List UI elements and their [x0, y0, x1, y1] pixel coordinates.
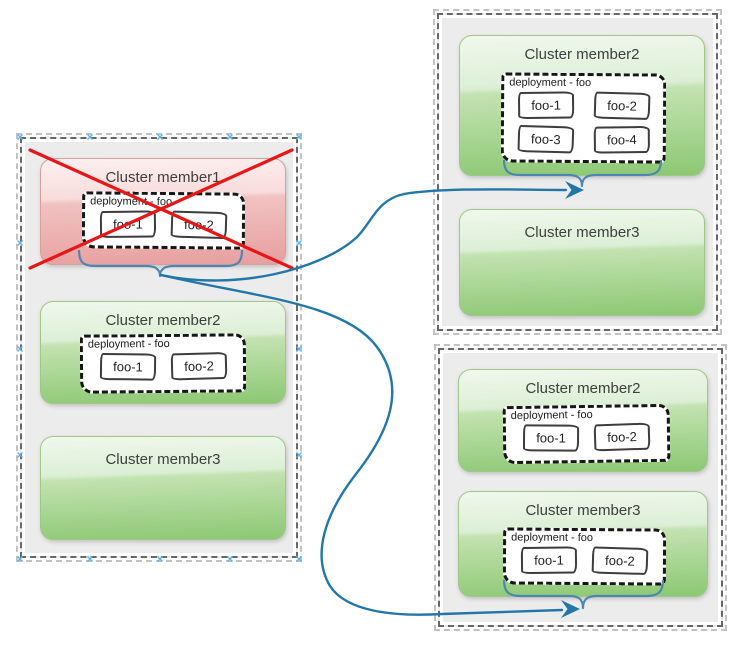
cluster-panel-left[interactable]: Cluster member1 deployment - foo foo-1 f…: [16, 133, 302, 562]
cluster-panel-top-right[interactable]: Cluster member2 deployment - foo foo-1 f…: [433, 9, 722, 335]
foo-instance[interactable]: foo-1: [517, 91, 574, 120]
selection-handle-icon[interactable]: [294, 554, 304, 564]
selection-handle-icon[interactable]: [85, 554, 95, 564]
selection-handle-icon[interactable]: [294, 238, 304, 248]
deployment-label: deployment - foo: [87, 337, 170, 351]
cluster-member2-box[interactable]: Cluster member2 deployment - foo foo-1 f…: [458, 369, 708, 472]
member-title: Cluster member3: [525, 502, 641, 519]
foo-instance[interactable]: foo-1: [99, 352, 156, 381]
foo-instance[interactable]: foo-2: [591, 546, 649, 576]
selection-handle-icon[interactable]: [225, 554, 235, 564]
deployment-box[interactable]: deployment - foo foo-1 foo-2: [502, 403, 671, 465]
selection-handle-icon[interactable]: [294, 132, 304, 142]
selection-handle-icon[interactable]: [294, 344, 304, 354]
cluster-member3-box[interactable]: Cluster member3: [459, 209, 705, 316]
deployment-label: deployment - foo: [90, 195, 173, 209]
selection-handle-icon[interactable]: [225, 132, 235, 142]
selection-handle-icon[interactable]: [85, 132, 95, 142]
foo-instance[interactable]: foo-2: [593, 422, 651, 452]
selection-handle-icon[interactable]: [15, 238, 25, 248]
foo-instance[interactable]: foo-2: [593, 91, 650, 121]
selection-handle-icon[interactable]: [15, 344, 25, 354]
selection-handle-icon[interactable]: [294, 450, 304, 460]
member-title: Cluster member3: [524, 224, 640, 241]
foo-instance[interactable]: foo-1: [520, 546, 578, 575]
member-title: Cluster member2: [525, 380, 641, 397]
member-title: Cluster member1: [105, 169, 221, 186]
deployment-box[interactable]: deployment - foo foo-1 foo-2: [502, 527, 667, 586]
foo-instance[interactable]: foo-1: [522, 424, 580, 452]
foo-instance[interactable]: foo-2: [170, 351, 227, 381]
selection-handle-icon[interactable]: [155, 554, 165, 564]
deployment-label: deployment - foo: [510, 408, 593, 423]
cluster-member3-box[interactable]: Cluster member3: [40, 436, 286, 540]
deployment-box[interactable]: deployment - foo foo-1 foo-2 foo-3 foo-4: [500, 72, 667, 164]
foo-instance[interactable]: foo-4: [593, 125, 650, 154]
foo-instance[interactable]: foo-2: [170, 210, 228, 240]
deployment-label: deployment - foo: [509, 76, 592, 90]
deployment-box[interactable]: deployment - foo foo-1 foo-2: [81, 191, 246, 250]
member-title: Cluster member2: [105, 312, 221, 329]
cluster-member2-box[interactable]: Cluster member2 deployment - foo foo-1 f…: [459, 35, 705, 176]
cluster-member1-failed-box[interactable]: Cluster member1 deployment - foo foo-1 f…: [40, 158, 286, 265]
selection-handle-icon[interactable]: [15, 554, 25, 564]
cluster-member3-box[interactable]: Cluster member3 deployment - foo foo-1 f…: [458, 491, 708, 597]
deployment-label: deployment - foo: [511, 531, 594, 545]
member-title: Cluster member2: [524, 46, 640, 63]
selection-handle-icon[interactable]: [155, 132, 165, 142]
foo-instance[interactable]: foo-1: [99, 210, 157, 238]
member-title: Cluster member3: [105, 451, 221, 468]
deployment-box[interactable]: deployment - foo foo-1 foo-2: [79, 333, 247, 394]
selection-handle-icon[interactable]: [15, 450, 25, 460]
cluster-member2-box[interactable]: Cluster member2 deployment - foo foo-1 f…: [40, 301, 286, 404]
cluster-panel-bottom-right[interactable]: Cluster member2 deployment - foo foo-1 f…: [434, 344, 727, 631]
selection-handle-icon[interactable]: [15, 132, 25, 142]
foo-instance[interactable]: foo-3: [516, 124, 574, 154]
